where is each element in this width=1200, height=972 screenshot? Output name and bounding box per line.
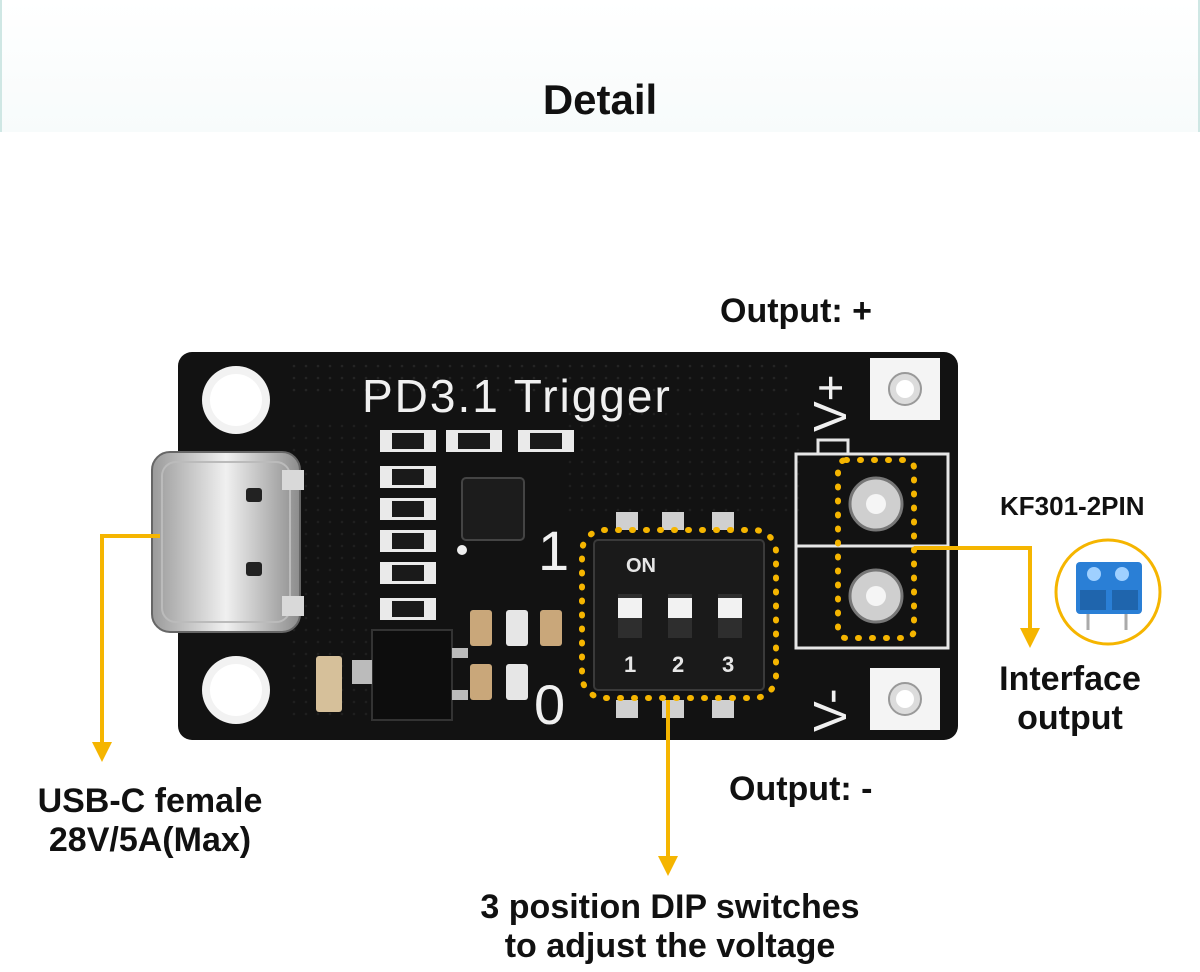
silkscreen-title: PD3.1 Trigger bbox=[362, 370, 672, 422]
silkscreen-v-plus: V+ bbox=[804, 374, 856, 432]
header-band bbox=[0, 0, 1200, 132]
state-zero-label: 0 bbox=[534, 673, 565, 736]
usb-c-label: USB-C female 28V/5A(Max) bbox=[37, 782, 263, 860]
output-minus-label: Output: - bbox=[729, 770, 873, 808]
state-one-label: 1 bbox=[538, 519, 569, 582]
arrow-down-icon bbox=[92, 742, 112, 762]
arrow-down-icon bbox=[1020, 628, 1040, 648]
callout-usb bbox=[92, 534, 160, 762]
usb-c-connector bbox=[151, 451, 304, 633]
kf301-thumbnail bbox=[1054, 538, 1162, 646]
callout-interface bbox=[914, 546, 1040, 648]
arrow-down-icon bbox=[658, 856, 678, 876]
dip-number-1: 1 bbox=[624, 652, 636, 677]
dip-number-3: 3 bbox=[722, 652, 734, 677]
silkscreen-v-minus: V- bbox=[804, 689, 856, 732]
smd-components bbox=[316, 430, 574, 721]
dip-on-label: ON bbox=[626, 555, 656, 577]
interface-output-label: Interface output bbox=[999, 660, 1141, 738]
connector-name-label: KF301-2PIN bbox=[1000, 491, 1145, 521]
regulator bbox=[371, 629, 453, 721]
controller-chip bbox=[461, 477, 525, 541]
callout-dip bbox=[658, 700, 678, 876]
dip-highlight bbox=[579, 527, 779, 701]
dip-toggle-3 bbox=[718, 598, 742, 618]
dip-switch bbox=[579, 512, 779, 718]
page-title: Detail bbox=[542, 76, 658, 123]
dip-switch-label: 3 position DIP switches to adjust the vo… bbox=[480, 888, 860, 966]
dip-toggle-1 bbox=[618, 598, 642, 618]
dip-toggle-2 bbox=[668, 598, 692, 618]
dip-number-2: 2 bbox=[672, 652, 684, 677]
output-plus-label: Output: + bbox=[720, 292, 873, 330]
